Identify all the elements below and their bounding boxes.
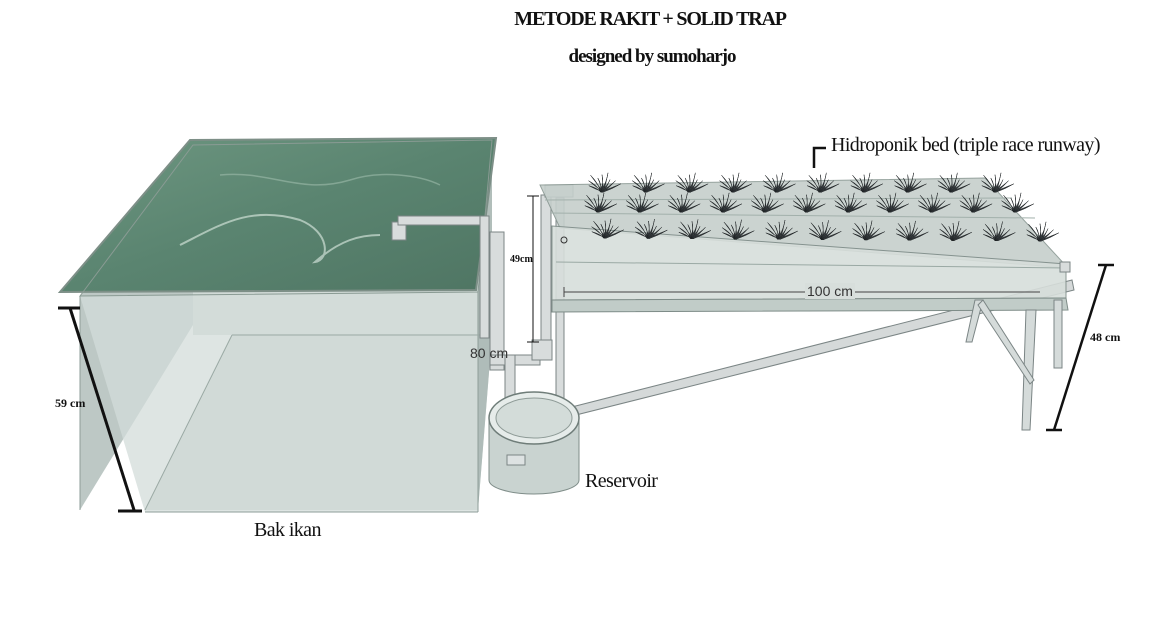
plant [632,172,665,193]
inlet-pipe-vertical [479,215,490,339]
tank-rim [57,136,498,294]
riser-elbow [531,339,553,361]
plant [981,172,1014,193]
water-ripple-2 [219,173,441,186]
tank-front-glass [80,292,478,512]
water-ripple [179,213,381,264]
plant [792,192,826,213]
plant [937,172,971,193]
plant [982,221,1016,241]
plant [634,219,668,239]
bed-leg-front-right [1021,309,1037,431]
plant [751,192,784,213]
plant [808,220,842,240]
riser-height-value: 49cm [510,254,533,265]
plant [1001,192,1034,213]
diagram-title: METODE RAKIT + SOLID TRAP [514,8,787,30]
plant-group [584,172,1059,242]
tank-height-value: 59 cm [55,396,86,410]
bed-leg-middle [965,299,984,343]
plant [584,192,617,213]
hydroponic-bed-label: Hidroponik bed (triple race runway) [831,134,1101,156]
plant [834,192,868,213]
plant [675,172,709,193]
plant [895,220,929,241]
plant [763,172,796,193]
plant [939,221,972,241]
plant [1026,221,1059,242]
tank-height-line [68,307,136,511]
hydroponic-bed [539,172,1071,431]
plant [850,172,883,193]
bed-length-value: 100 cm [805,283,855,299]
riser-pipe [540,194,552,356]
plant [678,219,711,239]
bed-height-value: 48 cm [1090,330,1121,344]
pipe-length-value: 80 cm [470,345,509,361]
tank-rim-inner [78,139,493,297]
plant [719,172,752,193]
bed-bottom-tray [551,297,1069,313]
plant [894,172,927,193]
bed-label-leader [812,146,826,168]
reservoir-label: Reservoir [585,470,658,492]
plant [806,172,840,193]
fish-tank [57,136,498,513]
reservoir-bucket [488,391,580,495]
bed-leg-brace [977,299,1035,385]
inlet-pipe-lower [489,231,505,371]
plant [721,219,755,240]
diagram-subtitle: designed by sumoharjo [568,46,737,67]
plant [765,219,798,240]
bed-leg-back-right [1053,299,1063,369]
plant [876,192,909,213]
plant [917,192,951,213]
plant [626,192,659,213]
dimension-lines [58,146,1114,513]
plant [667,192,701,213]
plant [591,218,624,239]
plant [709,192,743,213]
bed-height-line [1052,264,1108,431]
plant [959,192,993,213]
inlet-pipe-horizontal [397,215,489,226]
plant [852,220,885,241]
fish-tank-label: Bak ikan [254,519,321,541]
plant [588,172,621,193]
